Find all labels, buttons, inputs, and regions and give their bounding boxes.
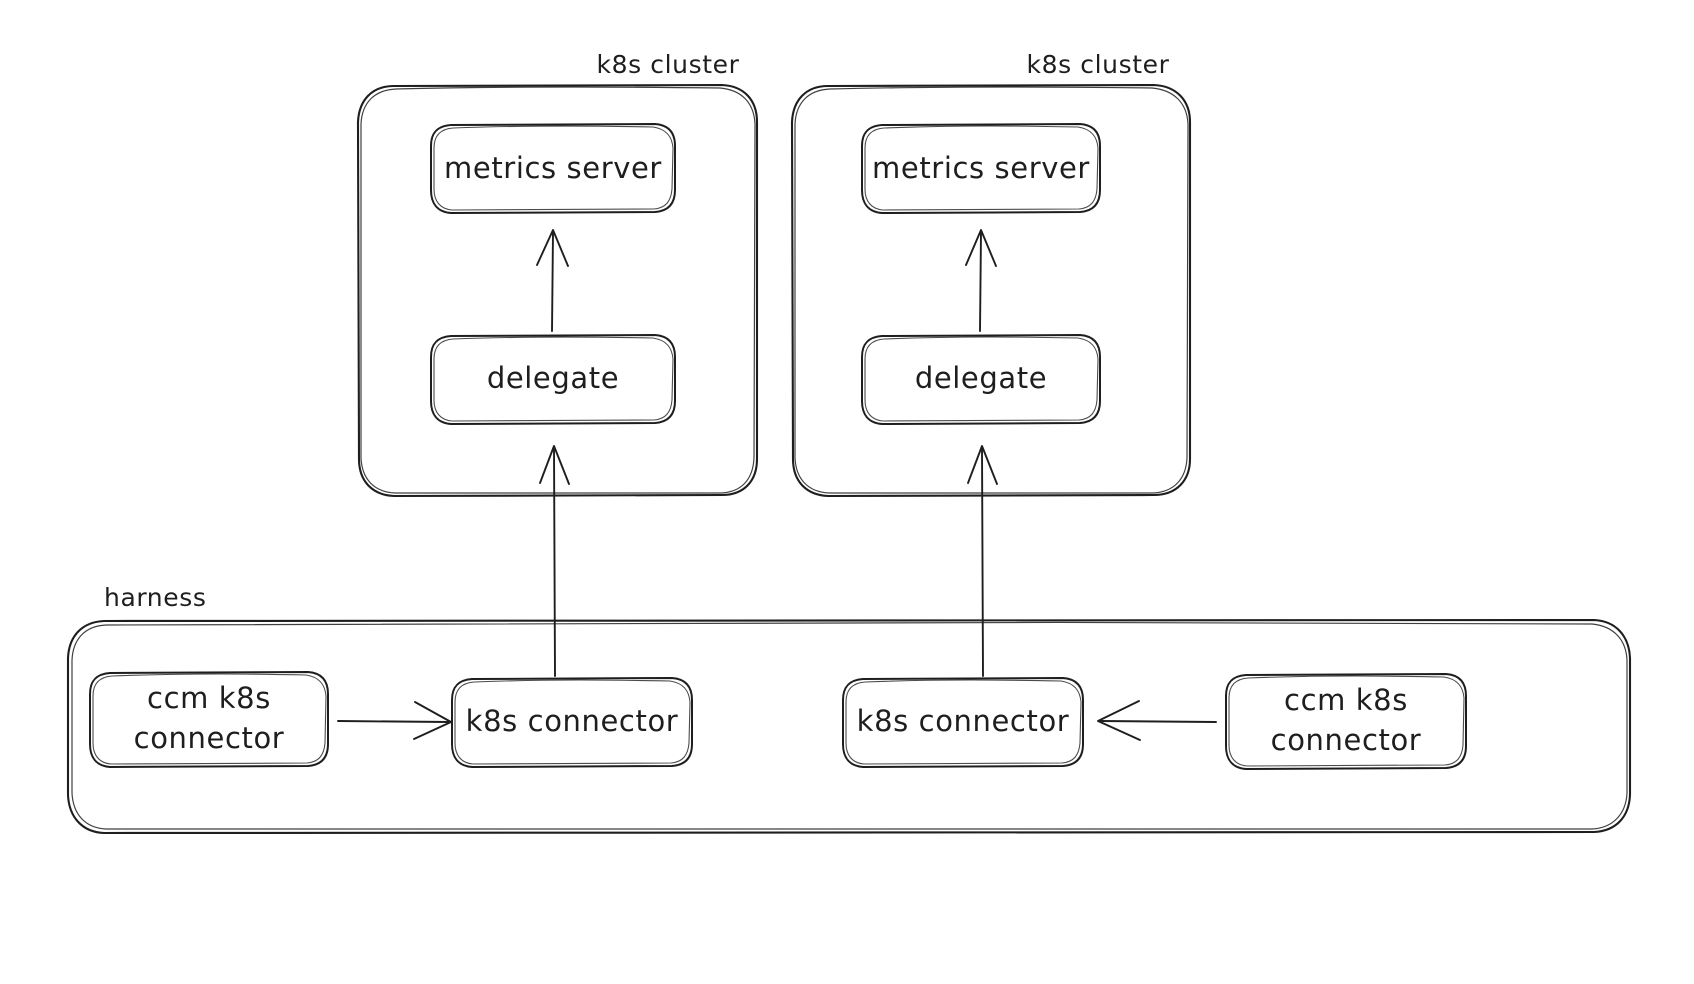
edge-ccm-connector-left-to-k8s-connector-left [337, 701, 452, 740]
edge-k8s-connector-left-to-delegate-left [539, 445, 570, 677]
ccm-k8s-connector-left-box-2 [92, 673, 327, 765]
k8s-connector-left-box [451, 677, 693, 768]
k8s-cluster-right-label: k8s cluster [1027, 50, 1170, 79]
edge-line [551, 231, 554, 332]
metrics-server-left-label: metrics server [444, 151, 662, 185]
edge-arrowhead [967, 445, 998, 485]
node-k8s-connector-left[interactable]: k8s connector [451, 677, 693, 768]
edge-line [337, 720, 450, 723]
delegate-left-box-2 [433, 336, 674, 422]
metrics-server-left-box-2 [433, 125, 674, 211]
metrics-server-left-box [430, 123, 676, 214]
ccm-k8s-connector-right-box [1225, 673, 1467, 770]
k8s-connector-left-label: k8s connector [466, 704, 679, 738]
delegate-left-label: delegate [487, 361, 619, 395]
k8s-cluster-right-outline [790, 83, 1192, 498]
edge-ccm-connector-right-to-k8s-connector-right [1097, 700, 1217, 741]
k8s-connector-left-box-2 [454, 679, 691, 765]
harness-label: harness [104, 583, 206, 612]
k8s-cluster-right-outline-2 [794, 86, 1189, 494]
ccm-k8s-connector-right-label-line1: ccm k8s [1284, 683, 1408, 717]
harness-outline [66, 618, 1632, 835]
node-ccm-k8s-connector-left[interactable]: ccm k8s connector [89, 671, 329, 768]
group-k8s-cluster-left [356, 83, 759, 498]
edge-delegate-left-to-metrics-server-left [536, 229, 569, 332]
k8s-connector-right-box-2 [845, 679, 1082, 765]
node-k8s-connector-right[interactable]: k8s connector [842, 677, 1084, 768]
edge-arrowhead [413, 701, 452, 740]
edge-arrowhead [965, 229, 997, 267]
edge-arrowhead [536, 229, 569, 267]
edge-arrowhead [539, 445, 570, 485]
edge-line [1099, 720, 1217, 723]
ccm-k8s-connector-right-box-2 [1228, 675, 1465, 767]
edge-line [553, 447, 556, 677]
delegate-left-box [430, 334, 676, 425]
ccm-k8s-connector-left-label-line1: ccm k8s [147, 681, 271, 715]
group-k8s-cluster-right [790, 83, 1192, 498]
edge-k8s-connector-right-to-delegate-right [967, 445, 998, 677]
ccm-k8s-connector-right-label-line2: connector [1271, 723, 1422, 757]
edge-line [981, 447, 984, 677]
k8s-cluster-left-outline-2 [360, 86, 756, 494]
node-metrics-server-left[interactable]: metrics server [430, 123, 676, 214]
edge-delegate-right-to-metrics-server-right [965, 229, 997, 332]
delegate-right-box [861, 334, 1101, 425]
metrics-server-right-label: metrics server [872, 151, 1090, 185]
delegate-right-label: delegate [915, 361, 1047, 395]
edge-line [979, 231, 982, 332]
metrics-server-right-box [861, 123, 1101, 214]
node-delegate-left[interactable]: delegate [430, 334, 676, 425]
node-delegate-right[interactable]: delegate [861, 334, 1101, 425]
k8s-connector-right-box [842, 677, 1084, 768]
edge-arrowhead [1097, 700, 1141, 741]
ccm-k8s-connector-left-box [89, 671, 329, 768]
metrics-server-right-box-2 [864, 125, 1099, 211]
k8s-cluster-left-outline [356, 83, 759, 498]
node-metrics-server-right[interactable]: metrics server [861, 123, 1101, 214]
k8s-connector-right-label: k8s connector [857, 704, 1070, 738]
ccm-k8s-connector-left-label-line2: connector [134, 721, 285, 755]
node-ccm-k8s-connector-right[interactable]: ccm k8s connector [1225, 673, 1467, 770]
k8s-cluster-left-label: k8s cluster [597, 50, 740, 79]
delegate-right-box-2 [864, 336, 1099, 422]
